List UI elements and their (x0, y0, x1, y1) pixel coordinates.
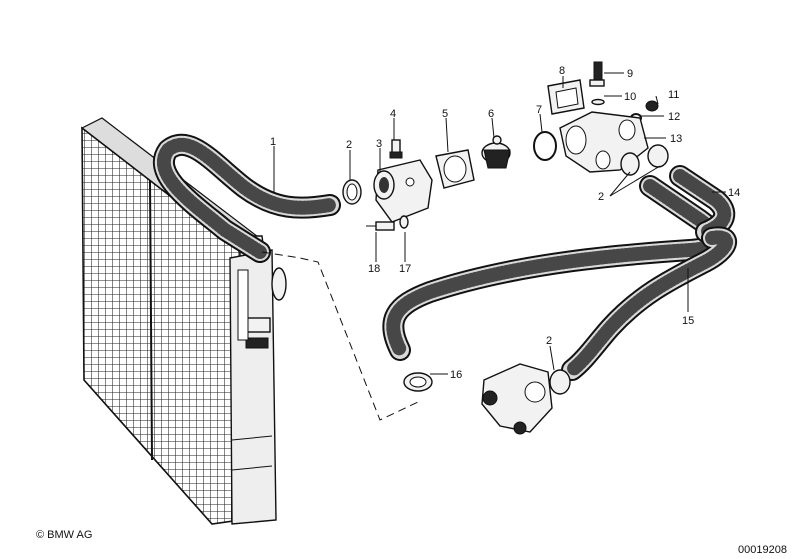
hose-clamp-2c (549, 369, 571, 395)
screw-4 (389, 139, 403, 159)
reference-dashed-line (261, 251, 419, 421)
water-pump (481, 363, 553, 435)
callout-8: 8 (559, 65, 565, 77)
callout-17: 17 (399, 263, 411, 275)
hose-clamp-2a (342, 179, 362, 205)
hose-15 (561, 226, 737, 381)
gasket-5 (435, 149, 475, 189)
callout-11: 11 (668, 89, 679, 101)
callout-10: 10 (624, 91, 636, 103)
callout-18: 18 (368, 263, 380, 275)
callout-6: 6 (488, 108, 494, 120)
document-number: 00019208 (738, 544, 787, 556)
plug-11 (645, 100, 659, 112)
washer-17 (399, 215, 409, 229)
callout-12: 12 (668, 111, 680, 123)
callout-3: 3 (376, 138, 382, 150)
leader-lines (273, 72, 726, 375)
callout-4: 4 (390, 108, 396, 120)
callout-5: 5 (442, 108, 448, 120)
seal-ring-10 (591, 98, 605, 106)
gasket-8 (547, 79, 585, 115)
callout-16: 16 (450, 369, 462, 381)
thermostat-housing-3 (373, 159, 433, 223)
thermostat-6 (481, 135, 511, 169)
callout-2-clamps: 2 (598, 191, 604, 203)
radiator (80, 117, 287, 525)
bolt-18 (366, 221, 395, 231)
gasket-7 (533, 131, 557, 161)
callout-14: 14 (728, 187, 740, 199)
hose-14 (382, 165, 736, 361)
callout-2-pump: 2 (546, 335, 552, 347)
callout-9: 9 (627, 68, 633, 80)
callout-2-clamp: 2 (346, 139, 352, 151)
callout-7: 7 (536, 104, 542, 116)
hose-1 (152, 133, 341, 263)
copyright-text: © BMW AG (36, 529, 92, 541)
hose-clamp-16 (403, 372, 433, 392)
callout-1: 1 (270, 136, 276, 148)
temperature-sensor-9 (589, 61, 605, 87)
callout-labels: 1 2 3 4 5 6 7 8 9 10 11 12 13 2 14 15 16… (270, 65, 740, 381)
callout-15: 15 (682, 315, 694, 327)
callout-13: 13 (670, 133, 682, 145)
